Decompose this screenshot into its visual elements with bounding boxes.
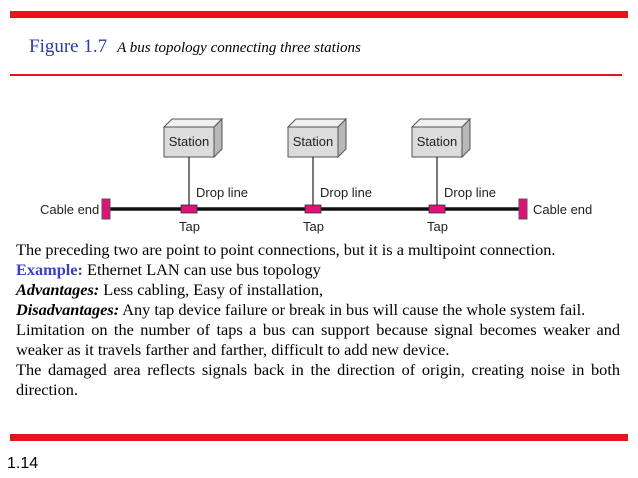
intro-line: The preceding two are point to point con… xyxy=(16,240,556,259)
station-label: Station xyxy=(293,134,333,149)
disadvantages-text: Any tap device failure or break in bus w… xyxy=(119,300,586,319)
title-underline xyxy=(10,74,622,76)
example-line: Example: Ethernet LAN can use bus topolo… xyxy=(16,260,620,280)
drop-line-label: Drop line xyxy=(196,185,248,200)
disadvantages-label: Disadvantages: xyxy=(16,300,120,319)
bus-topology-diagram: Cable end Cable end Station Drop line Ta… xyxy=(40,117,592,234)
cable-end-label-right: Cable end xyxy=(533,202,592,217)
station-label: Station xyxy=(417,134,457,149)
advantages-label: Advantages: xyxy=(16,280,100,299)
damaged-area-paragraph: The damaged area reflects signals back i… xyxy=(16,360,620,399)
disadvantages-line: Disadvantages: Any tap device failure or… xyxy=(16,300,620,320)
tap-2 xyxy=(304,204,322,214)
top-red-rule xyxy=(10,11,628,18)
limitation-paragraph: Limitation on the number of taps a bus c… xyxy=(16,320,620,359)
tap-label: Tap xyxy=(303,219,324,234)
station-label: Station xyxy=(169,134,209,149)
station-1: Station xyxy=(162,117,224,159)
cable-end-left xyxy=(101,198,111,220)
bottom-red-rule xyxy=(10,434,628,441)
tap-3 xyxy=(428,204,446,214)
tap-label: Tap xyxy=(427,219,448,234)
slide-title: Figure 1.7 A bus topology connecting thr… xyxy=(29,36,361,58)
drop-line-label: Drop line xyxy=(444,185,496,200)
station-3: Station xyxy=(410,117,472,159)
cable-end-right xyxy=(518,198,528,220)
drop-line-label: Drop line xyxy=(320,185,372,200)
cable-end-label-left: Cable end xyxy=(40,202,99,217)
advantages-text: Less cabling, Easy of installation, xyxy=(99,280,324,299)
tap-1 xyxy=(180,204,198,214)
tap-label: Tap xyxy=(179,219,200,234)
page-number: 1.14 xyxy=(7,455,39,472)
example-text: Ethernet LAN can use bus topology xyxy=(82,260,321,279)
body-text: The preceding two are point to point con… xyxy=(16,240,620,400)
figure-label: Figure 1.7 xyxy=(29,36,108,57)
station-2: Station xyxy=(286,117,348,159)
figure-caption: A bus topology connecting three stations xyxy=(117,40,361,56)
advantages-line: Advantages: Less cabling, Easy of instal… xyxy=(16,280,620,300)
example-label: Example: xyxy=(16,260,83,279)
